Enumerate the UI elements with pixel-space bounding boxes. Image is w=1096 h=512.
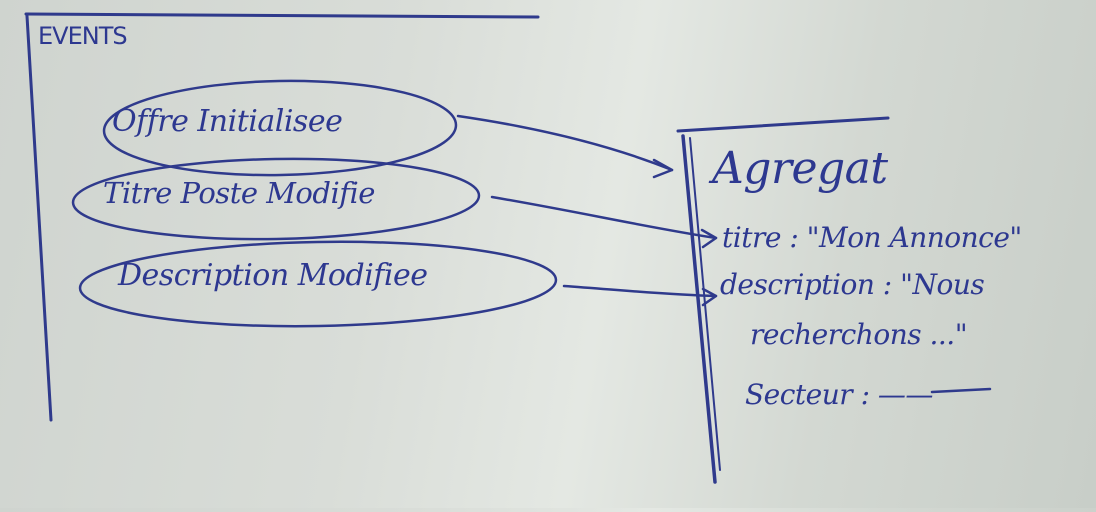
event-label-description-modifiee: Description Modifiee (118, 258, 428, 293)
aggregate-frame-left-line (681, 134, 717, 484)
events-frame-top-line (24, 12, 540, 19)
event-ellipse-description-modifiee (78, 240, 558, 328)
events-title: EVENTS (38, 22, 128, 50)
arrow-titre-to-titre-field (490, 195, 718, 240)
aggregate-title: Agregat (712, 143, 888, 194)
aggregate-field-titre: titre : "Mon Annonce" (722, 221, 1022, 254)
event-ellipse-offre-initialisee (102, 79, 458, 177)
secteur-empty-value-line (930, 387, 992, 394)
events-frame-left-line (25, 14, 53, 422)
event-label-titre-poste-modifie: Titre Poste Modifie (103, 176, 375, 210)
arrowhead-offre (652, 158, 674, 179)
event-label-offre-initialisee: Offre Initialisee (112, 104, 343, 139)
aggregate-frame-top-line (676, 116, 890, 133)
aggregate-field-description: description : "Nous (720, 268, 985, 301)
aggregate-field-secteur: Secteur : —— (745, 378, 933, 411)
arrowhead-titre (700, 228, 718, 249)
arrow-description-to-description-field (562, 284, 718, 298)
arrowhead-description (701, 287, 718, 307)
aggregate-field-description-cont: recherchons ..." (750, 318, 968, 351)
arrow-offre-to-aggregate (456, 114, 674, 172)
event-ellipse-titre-poste-modifie (71, 157, 481, 241)
